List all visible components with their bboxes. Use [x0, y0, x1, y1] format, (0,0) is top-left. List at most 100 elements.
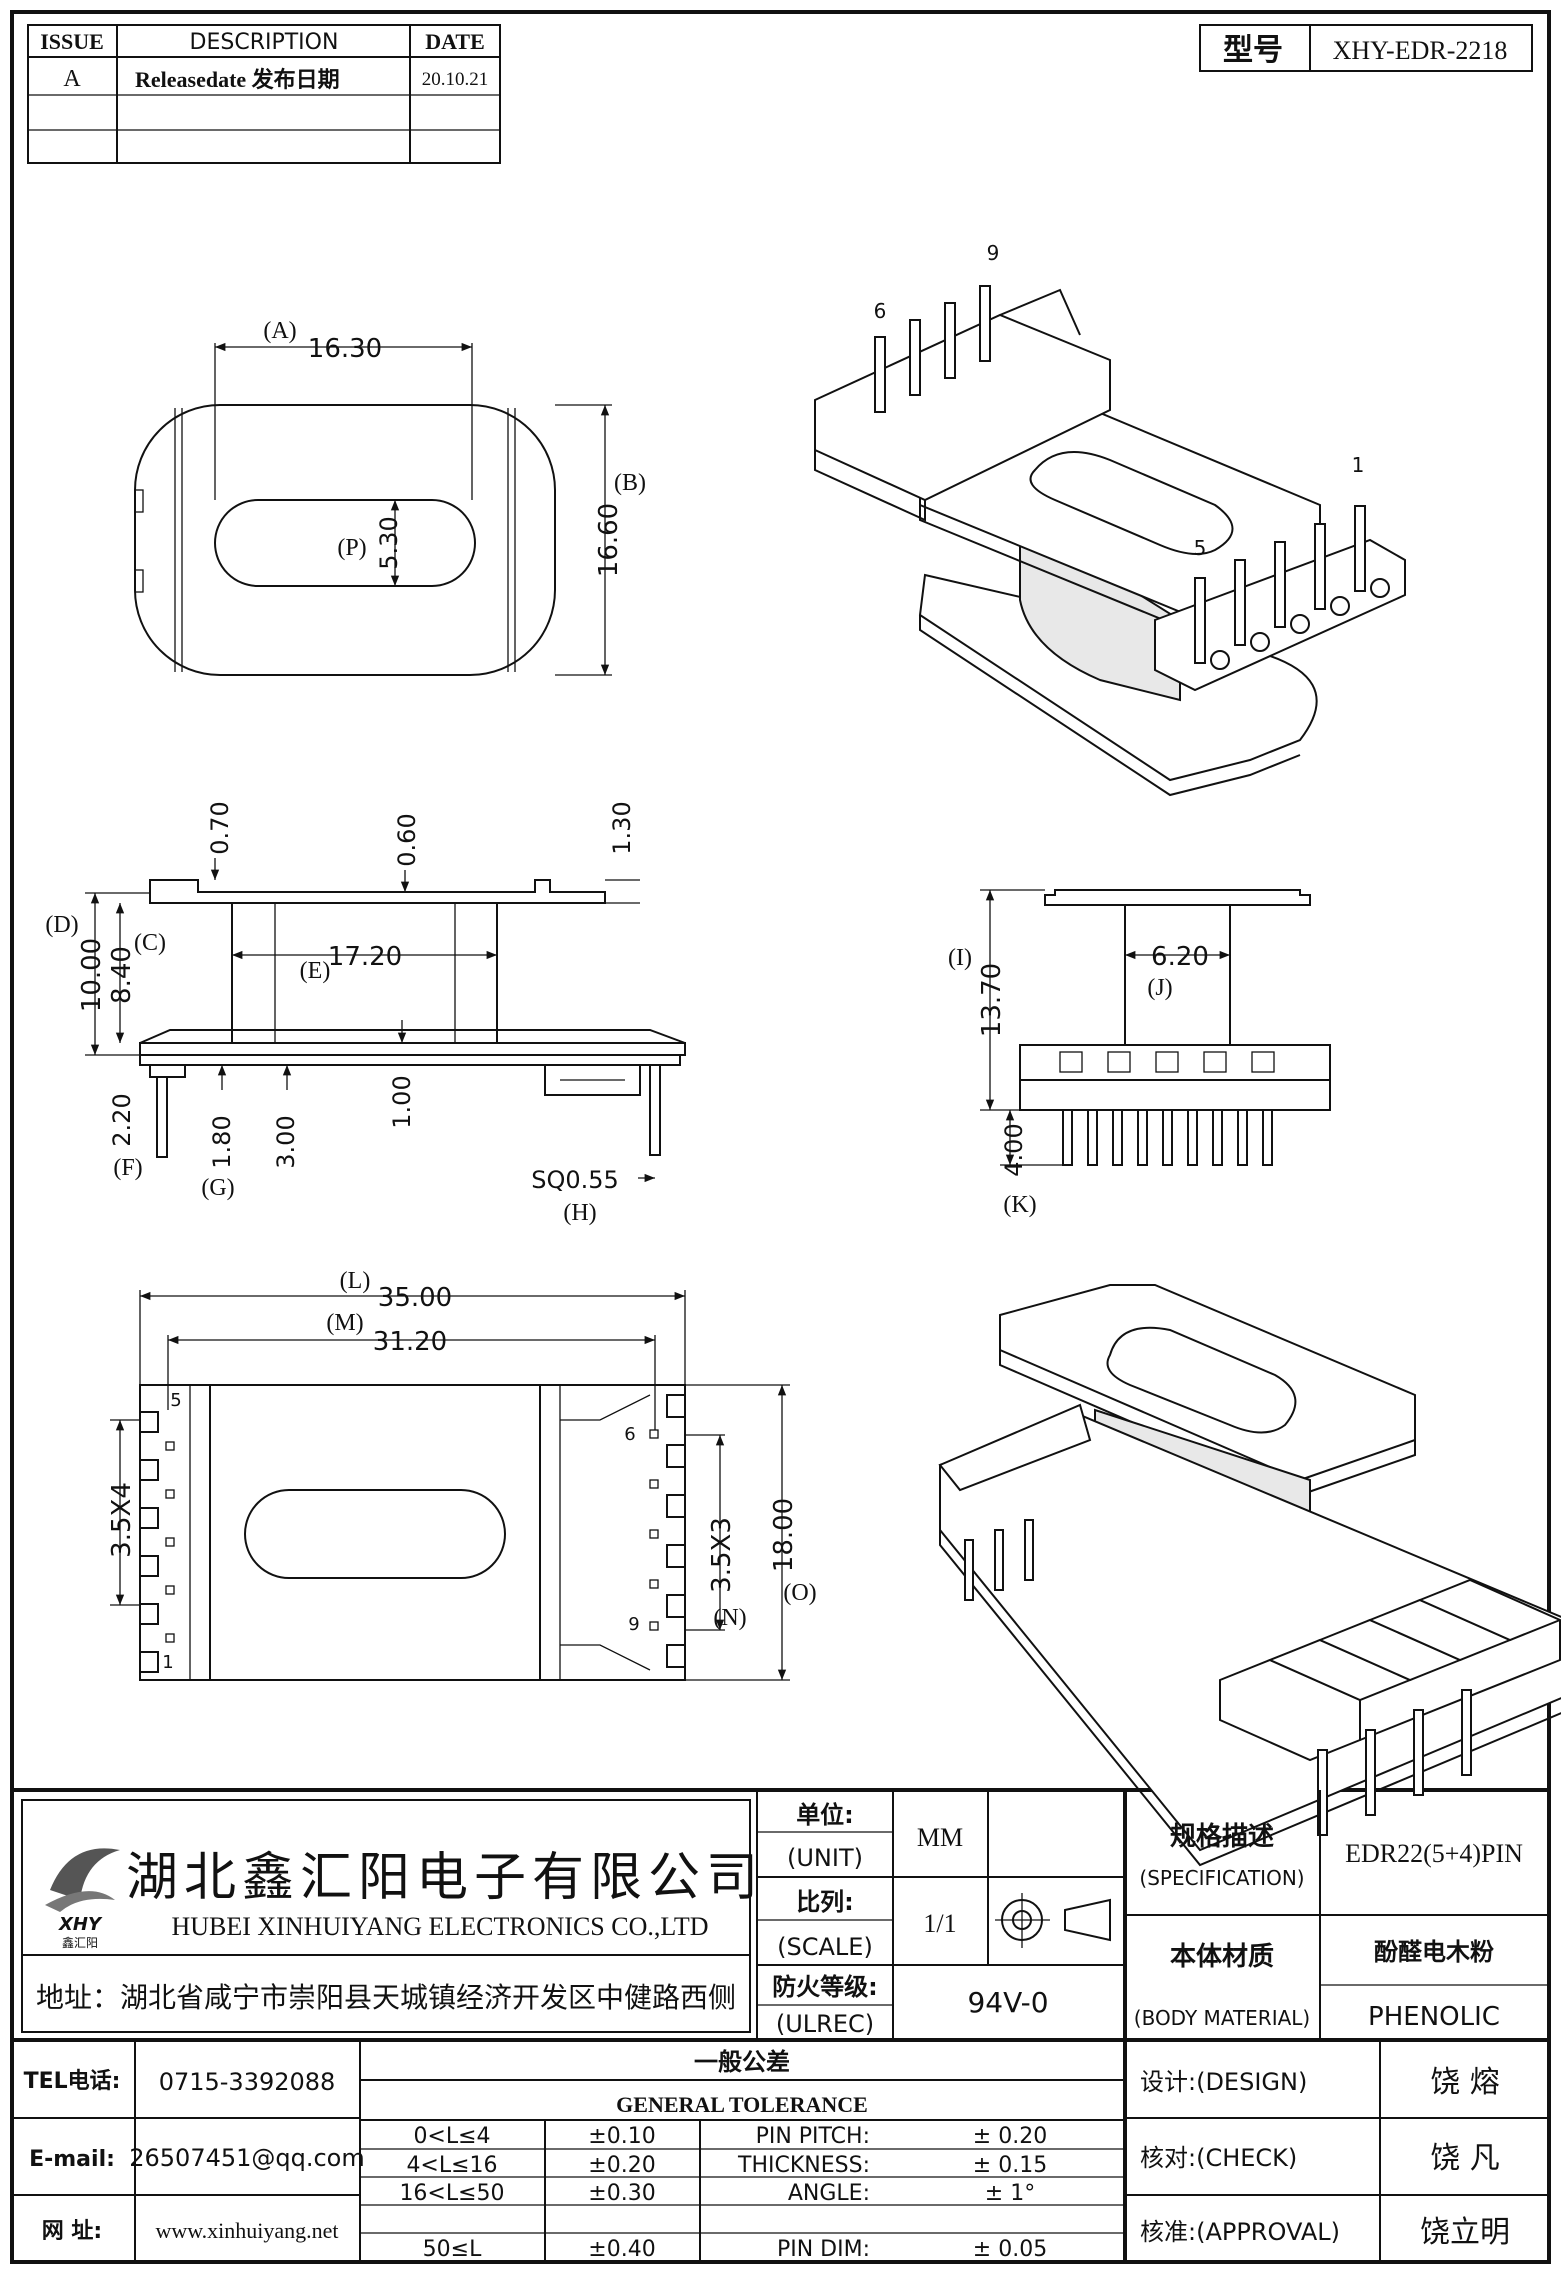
dim-p-value: 5.30 — [375, 516, 403, 569]
rev-header-issue: ISSUE — [40, 29, 104, 54]
design-value: 饶 熔 — [1430, 2065, 1500, 2100]
dim-c-letter: (C) — [134, 930, 166, 956]
approval-value: 饶立明 — [1420, 2215, 1510, 2250]
dim-h-letter: (H) — [563, 1200, 596, 1226]
revision-table: ISSUE DESCRIPTION DATE A Releasedate 发布日… — [27, 24, 501, 164]
dim-g-value: 1.80 — [208, 1115, 236, 1168]
unit-label: 单位: — [796, 1801, 854, 1829]
dim-f-value: 2.20 — [108, 1093, 136, 1146]
material-label-en: (BODY MATERIAL) — [1134, 2006, 1310, 2030]
bottom-pin-label-1: 1 — [162, 1652, 173, 1673]
check-label: 核对:(CHECK) — [1140, 2144, 1297, 2172]
top-view-slot — [214, 499, 476, 587]
tel-value: 0715-3392088 — [159, 2068, 336, 2096]
pin-dim-value: ± 0.05 — [973, 2237, 1047, 2262]
bottom-pin-label-6: 6 — [624, 1424, 635, 1445]
logo-subtext: 鑫汇阳 — [62, 1935, 98, 1950]
approval-label: 核准:(APPROVAL) — [1140, 2218, 1340, 2246]
tol-value-3: ±0.30 — [588, 2181, 655, 2206]
dim-b-letter: (B) — [614, 470, 646, 496]
dim-j-value: 6.20 — [1151, 942, 1209, 972]
iso-top-right-pins — [1194, 505, 1366, 664]
dim-o-letter: (O) — [783, 1580, 816, 1606]
dim-060-value: 0.60 — [393, 813, 421, 866]
design-label: 设计:(DESIGN) — [1140, 2068, 1307, 2096]
side-view: (D) 10.00 (C) 8.40 (E) 17.20 0.70 0.60 1… — [45, 801, 686, 1226]
rev-header-description: DESCRIPTION — [190, 30, 339, 55]
dim-b-value: 16.60 — [594, 503, 624, 577]
angle-label: ANGLE: — [788, 2181, 870, 2206]
unit-label-en: (UNIT) — [787, 1844, 863, 1872]
dim-m-letter: (M) — [326, 1310, 363, 1336]
material-label: 本体材质 — [1170, 1942, 1274, 1972]
check-value: 饶 凡 — [1430, 2141, 1500, 2176]
dim-d-letter: (D) — [45, 912, 78, 938]
bottom-right-notches — [666, 1394, 686, 1668]
dim-130-value: 1.30 — [608, 801, 636, 854]
dim-i-letter: (I) — [948, 945, 972, 971]
iso-bottom-left-pins — [964, 1519, 1034, 1601]
tel-label: TEL电话: — [24, 2069, 121, 2094]
side-view-pins — [156, 1064, 661, 1158]
tol-value-2: ±0.20 — [588, 2153, 655, 2178]
tolerance-title-en: GENERAL TOLERANCE — [616, 2092, 868, 2117]
spec-label: 规格描述 — [1170, 1821, 1274, 1852]
email-value: 26507451@qq.com — [129, 2144, 365, 2172]
company-address: 地址：湖北省咸宁市崇阳县天城镇经济开发区中健路西侧 — [36, 1981, 736, 2014]
pin-pitch-value: ± 0.20 — [973, 2124, 1047, 2149]
dim-a-letter: (A) — [263, 318, 296, 344]
dim-l-letter: (L) — [340, 1268, 371, 1294]
iso-bottom-right-pins — [1317, 1689, 1472, 1836]
iso-pin-label-5: 5 — [1194, 536, 1207, 560]
iso-view-top: 6 9 1 5 — [814, 241, 1406, 797]
web-value: www.xinhuiyang.net — [155, 2218, 338, 2243]
sheet-border — [10, 10, 1551, 2264]
pin-pitch-label: PIN PITCH: — [756, 2124, 870, 2149]
company-logo: XHY 鑫汇阳 — [45, 1848, 120, 1950]
dim-o-value: 18.00 — [769, 1498, 799, 1572]
bottom-view-slot — [244, 1489, 506, 1579]
dim-e-letter: (E) — [300, 958, 331, 984]
dim-j-letter: (J) — [1147, 975, 1172, 1001]
tol-value-1: ±0.10 — [588, 2124, 655, 2149]
iso-pin-label-9: 9 — [987, 241, 1000, 265]
tol-range-4: 50≤L — [423, 2237, 482, 2262]
dim-e-value: 17.20 — [328, 942, 402, 972]
ulrec-label: 防火等级: — [772, 1973, 878, 2001]
scale-value: 1/1 — [923, 1909, 956, 1938]
front-view-pins — [1062, 1109, 1273, 1166]
dim-100-value: 1.00 — [388, 1075, 416, 1128]
dim-f-letter: (F) — [113, 1155, 142, 1181]
iso-pin-label-6: 6 — [874, 299, 887, 323]
web-label: 网 址: — [42, 2219, 102, 2244]
bottom-left-notches — [139, 1411, 159, 1673]
iso-view-bottom — [938, 1284, 1561, 1867]
projection-symbol — [995, 1893, 1111, 1948]
top-view: (A) 16.30 (B) 16.60 (P) 5.30 — [134, 318, 646, 676]
material-value-cn: 酚醛电木粉 — [1374, 1938, 1494, 1966]
scale-label-en: (SCALE) — [777, 1933, 873, 1961]
dim-n-value: 3.5X3 — [707, 1517, 737, 1593]
front-view-pin-slots — [1059, 1051, 1275, 1073]
company-name-en: HUBEI XINHUIYANG ELECTRONICS CO.,LTD — [171, 1912, 708, 1941]
front-view: (I) 13.70 6.20 (J) 4.00 (K) — [948, 889, 1331, 1218]
angle-value: ± 1° — [985, 2181, 1035, 2206]
title-block: XHY 鑫汇阳 湖北鑫汇阳电子有限公司 HUBEI XINHUIYANG ELE… — [12, 1790, 1549, 2262]
iso-top-left-pins — [874, 285, 991, 413]
material-value-en: PHENOLIC — [1368, 2002, 1500, 2032]
dim-i-value: 13.70 — [977, 963, 1007, 1037]
bottom-pin-label-9: 9 — [628, 1614, 639, 1635]
tol-range-2: 4<L≤16 — [406, 2153, 497, 2178]
ulrec-label-en: (ULREC) — [776, 2010, 874, 2038]
dim-d-value: 10.00 — [77, 938, 107, 1012]
thickness-value: ± 0.15 — [973, 2153, 1047, 2178]
company-name-cn: 湖北鑫汇阳电子有限公司 — [126, 1848, 764, 1908]
dim-k-value: 4.00 — [1000, 1123, 1028, 1176]
tol-range-1: 0<L≤4 — [413, 2124, 490, 2149]
model-value: XHY-EDR-2218 — [1333, 36, 1508, 65]
dim-300-value: 3.00 — [272, 1115, 300, 1168]
thickness-label: THICKNESS: — [737, 2153, 870, 2178]
tolerance-title-cn: 一般公差 — [694, 2048, 790, 2076]
model-box: 型号 XHY-EDR-2218 — [1199, 24, 1533, 72]
